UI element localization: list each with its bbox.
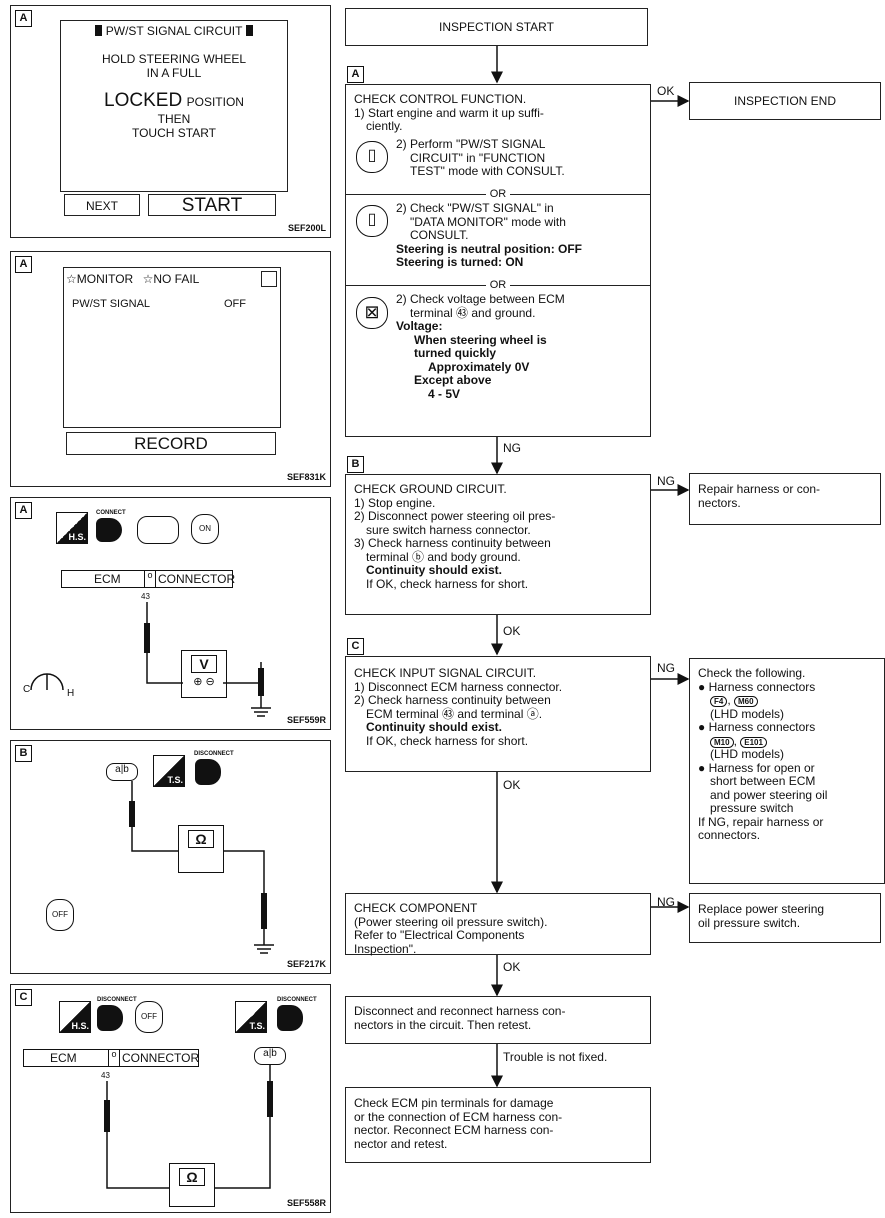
instruction-line: THEN (157, 112, 191, 126)
monitor-header: ☆MONITOR ☆NO FAIL (66, 272, 200, 286)
ng-label: NG (657, 661, 675, 675)
ts-icon: T.S. (235, 1001, 267, 1033)
ts-icon: T.S. (153, 755, 185, 787)
connect-label: CONNECT (96, 510, 126, 516)
check-ground-circuit: CHECK GROUND CIRCUIT. 1) Stop engine. 2)… (345, 474, 651, 615)
step-tag: B (15, 745, 32, 762)
ecm-connector: ECM o CONNECTOR (61, 570, 235, 588)
ignition-off-icon: OFF (46, 899, 74, 931)
repair-harness: Repair harness or con- nectors. (689, 473, 881, 525)
instruction-line: HOLD STEERING WHEEL (101, 52, 247, 66)
signal-row: PW/ST SIGNAL OFF (72, 298, 246, 310)
pin-number: 43 (141, 592, 150, 601)
input-signal-continuity-panel: C H.S. DISCONNECT OFF T.S. DISCONNECT EC… (10, 984, 331, 1213)
figure-id: SEF559R (286, 715, 326, 725)
consult-screen: PW/ST SIGNAL CIRCUIT HOLD STEERING WHEEL… (60, 20, 288, 192)
star-icon: ☆ (66, 272, 77, 286)
figure-id: SEF200L (287, 223, 326, 233)
inspection-end: INSPECTION END (689, 82, 881, 120)
no-consult-icon: ⊠ (356, 297, 388, 329)
monitor-screen: ☆MONITOR ☆NO FAIL PW/ST SIGNAL OFF (63, 267, 281, 428)
step-tag: A (347, 66, 364, 83)
instruction-line: LOCKED POSITION (104, 90, 244, 111)
switch-connector: a|b (106, 763, 138, 781)
check-input-signal-circuit: CHECK INPUT SIGNAL CIRCUIT. 1) Disconnec… (345, 656, 651, 772)
check-control-function: CHECK CONTROL FUNCTION. 1) Start engine … (345, 84, 651, 437)
step-tag: A (15, 10, 32, 27)
figure-id: SEF831K (286, 472, 326, 482)
figure-id: SEF558R (286, 1198, 326, 1208)
disconnect-label: DISCONNECT (194, 751, 234, 757)
star-icon: ☆ (142, 272, 154, 286)
start-button[interactable]: START (148, 194, 276, 216)
ng-label: NG (503, 441, 521, 455)
consult-icon: ▯ (356, 141, 388, 173)
ecm-connector: ECM o CONNECTOR (23, 1049, 199, 1067)
ok-label: OK (503, 624, 521, 638)
switch-connector: a|b (254, 1047, 286, 1065)
consult-icon: ▯ (356, 205, 388, 237)
hs-icon: H.S. (56, 512, 88, 544)
step-title: CHECK CONTROL FUNCTION. (354, 92, 527, 106)
disconnect-label: DISCONNECT (277, 997, 317, 1003)
instruction-line: TOUCH START (131, 126, 216, 140)
instruction-line: IN A FULL (146, 66, 202, 80)
ok-label: OK (657, 84, 675, 98)
ohmmeter: Ω (169, 1163, 215, 1207)
step-tag: C (15, 989, 32, 1006)
connector-icon (97, 1005, 123, 1031)
monitor-checkbox[interactable] (261, 271, 277, 287)
replace-switch: Replace power steering oil pressure swit… (689, 893, 881, 943)
next-button[interactable]: NEXT (64, 194, 140, 216)
ground-continuity-panel: B a|b T.S. DISCONNECT Ω OFF SEF217K (10, 740, 331, 974)
consult-data-monitor-panel: A ☆MONITOR ☆NO FAIL PW/ST SIGNAL OFF REC… (10, 251, 331, 487)
reconnect-retest: Disconnect and reconnect harness con- ne… (345, 996, 651, 1044)
step-tag: A (15, 256, 32, 273)
ohmmeter-wiring (104, 1065, 273, 1189)
ohmmeter-wiring (129, 781, 274, 954)
disconnect-label: DISCONNECT (97, 997, 137, 1003)
consult-function-test-panel: A PW/ST SIGNAL CIRCUIT HOLD STEERING WHE… (10, 5, 331, 238)
ignition-key-icon: ON (191, 514, 219, 544)
temp-gauge-cold: C (23, 684, 31, 695)
ng-label: NG (657, 895, 675, 909)
check-following: Check the following. ● Harness connector… (689, 658, 885, 884)
connector-icon (96, 518, 122, 542)
pin-number: 43 (101, 1071, 110, 1080)
record-button[interactable]: RECORD (66, 432, 276, 455)
screen-title: PW/ST SIGNAL CIRCUIT (61, 24, 287, 38)
figure-id: SEF217K (286, 959, 326, 969)
check-ecm-pins: Check ECM pin terminals for damage or th… (345, 1087, 651, 1163)
connector-icon (195, 759, 221, 785)
ohmmeter: Ω (178, 825, 224, 873)
trouble-label: Trouble is not fixed. (503, 1050, 608, 1064)
check-component: CHECK COMPONENT (Power steering oil pres… (345, 893, 651, 955)
ok-label: OK (503, 960, 521, 974)
step-tag: A (15, 502, 32, 519)
ignition-off-icon: OFF (135, 1001, 163, 1033)
inspection-start: INSPECTION START (345, 8, 648, 46)
ng-label: NG (657, 474, 675, 488)
ecm-voltage-check-panel: A H.S. CONNECT ON ECM o CONNECTOR 43 V ⊕… (10, 497, 331, 730)
step-tag: B (347, 456, 364, 473)
hs-icon: H.S. (59, 1001, 91, 1033)
engine-icon (137, 516, 179, 544)
voltmeter: V ⊕ ⊖ (181, 650, 227, 698)
step-tag: C (347, 638, 364, 655)
temp-gauge-hot: H (67, 688, 75, 699)
connector-icon (277, 1005, 303, 1031)
ok-label: OK (503, 778, 521, 792)
voltmeter-wiring (30, 602, 271, 717)
